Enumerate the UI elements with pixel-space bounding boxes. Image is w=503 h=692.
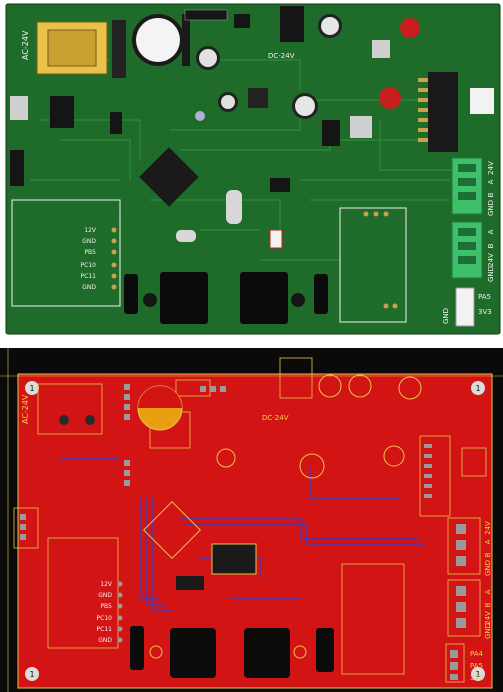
pcb-2d-layout-panel: 1 1 1 1 AC-24V DC-24V: [0, 348, 503, 692]
inductor-2: [350, 116, 372, 138]
rs485-2-pin: 24V: [487, 253, 495, 267]
corner-mark: 1: [475, 384, 480, 393]
rs485-2-pin: GND: [484, 623, 492, 639]
pa-pin-label: PA5: [470, 662, 483, 670]
dc-label: DC-24V: [268, 52, 295, 60]
power-module-2: [244, 628, 290, 678]
rs485-1-pin: 24V: [484, 521, 492, 535]
module-pin-label: GND: [98, 592, 112, 599]
module-pin-label: PC11: [97, 626, 113, 633]
transistor-q1-footprint: [149, 645, 163, 659]
power-module-1: [170, 628, 216, 678]
module-pin-label: PC11: [81, 273, 97, 280]
rs485-2-pin: B: [484, 602, 492, 607]
pad-groups: [20, 384, 466, 680]
rs485-1-pin: 24V: [487, 161, 495, 175]
reset-button: [269, 229, 283, 249]
module-pin-label: PB5: [100, 603, 112, 610]
corner-mark: 1: [29, 384, 34, 393]
mcu-footprint: [143, 501, 201, 559]
corner-mark: 1: [29, 670, 34, 679]
pcb-2d-layout: 1 1 1 1 AC-24V DC-24V: [0, 348, 503, 692]
module-pin-label: GND: [82, 284, 96, 291]
module-pin-label: 12V: [100, 581, 113, 588]
power-module-1: [160, 272, 208, 324]
pa-pin-label: GND: [442, 308, 450, 324]
mcu-chip: [139, 147, 199, 207]
corner-mark: 1: [475, 670, 480, 679]
slot-1: [124, 274, 138, 314]
power-module-2: [240, 272, 288, 324]
rs485-1-pin: A: [484, 539, 492, 544]
capacitor-red-2: [400, 18, 420, 38]
pa-pin-label: 3V3: [470, 674, 484, 682]
inductor: [372, 40, 390, 58]
green-board: [5, 3, 501, 335]
chip-top: [234, 14, 250, 28]
rs485-1-pin: GND: [484, 560, 492, 576]
slot-1: [130, 626, 144, 670]
regulator: [248, 88, 268, 108]
crystal: [226, 190, 242, 224]
blue-trace-layer: [60, 457, 426, 611]
relay-block: [112, 20, 126, 78]
pcb-3d-view: AC-24V DC-24V 12V: [5, 3, 501, 335]
transistor-q2-footprint: [293, 645, 307, 659]
module-pin-label: 12V: [84, 227, 97, 234]
rs485-2-pin: GND: [487, 266, 495, 282]
module-outline-right: [339, 207, 407, 323]
ic-middle: [270, 178, 290, 192]
ac-label: AC-24V: [21, 394, 30, 424]
power-transistor: [322, 120, 340, 146]
side-header: [10, 150, 24, 186]
module-pin-label: GND: [82, 238, 96, 245]
ribbon-connector: [428, 72, 458, 152]
crystal-small-footprint: [176, 576, 204, 590]
slot-2: [316, 628, 334, 672]
ic-left: [50, 96, 74, 128]
usb-connector: [10, 96, 28, 120]
pa-pin-label: 3V3: [478, 308, 492, 316]
pa-pin-label: PA5: [478, 293, 491, 301]
led: [195, 111, 205, 121]
transistor-q2: [291, 293, 305, 307]
corner-marks: 1 1 1 1: [25, 381, 485, 681]
capacitor-red-1: [379, 87, 401, 109]
silkscreen-outlines: [13, 357, 487, 683]
pin-header-small: [110, 112, 122, 134]
module-pin-label: PC10: [97, 615, 113, 622]
dc-label: DC-24V: [262, 414, 289, 422]
transistor-q1: [143, 293, 157, 307]
white-connector-right: [470, 88, 494, 114]
module-pin-label: PC10: [81, 262, 97, 269]
rs485-1-pin: B: [484, 552, 492, 557]
capacitor-footprints: [137, 374, 422, 479]
pcb-3d-view-panel: AC-24V DC-24V 12V: [0, 0, 503, 340]
crystal-small: [176, 230, 196, 242]
ac-label: AC-24V: [21, 30, 30, 60]
rs485-2-pin: A: [487, 229, 495, 234]
module-pin-label: PB5: [84, 249, 96, 256]
module-pin-label: GND: [98, 637, 112, 644]
rs485-2-pin: 24V: [484, 611, 492, 625]
rs485-1-pin: B: [487, 192, 495, 197]
pa-connector: [455, 287, 475, 327]
rs485-2-pin: B: [487, 243, 495, 248]
crystal-footprint: [211, 543, 257, 575]
mounting-holes: [59, 415, 95, 425]
slot-2: [314, 274, 328, 314]
dc-jack: [280, 6, 304, 42]
rs485-2-pin: A: [484, 589, 492, 594]
rs485-1-pin: GND: [487, 200, 495, 216]
module-outline-left: [11, 199, 121, 307]
rs485-1-pin: A: [487, 179, 495, 184]
pa-pin-label: PA4: [470, 650, 484, 658]
top-header: [184, 9, 228, 21]
